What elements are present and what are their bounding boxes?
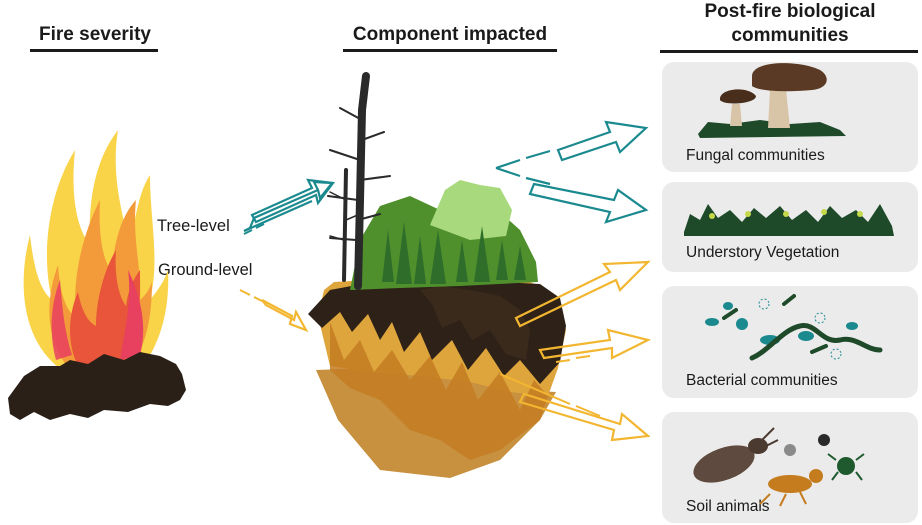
bacterial-arrow-2 (538, 328, 652, 363)
panel-soil-animals-label: Soil animals (686, 498, 770, 515)
fungal-arrow (495, 120, 649, 170)
panel-bacterial: Bacterial communities (662, 286, 918, 398)
ant-icon (759, 469, 823, 507)
panel-understory-label: Understory Vegetation (686, 244, 840, 261)
fire-severity-header: Fire severity (39, 24, 151, 45)
post-fire-header: Post-fire biological communities (660, 0, 920, 48)
component-impacted-header: Component impacted (352, 24, 548, 45)
panel-soil-animals: Soil animals (662, 412, 918, 523)
forest-icon (350, 180, 538, 290)
component-impacted-underline (343, 49, 557, 52)
tree-level-label: Tree-level (157, 217, 230, 235)
fire-severity-underline (30, 49, 158, 52)
dead-tree-icon (327, 72, 391, 290)
post-fire-header-line2: communities (731, 25, 849, 46)
post-fire-underline (660, 50, 918, 53)
beetle-icon (693, 427, 779, 483)
soil-block-icon (308, 276, 566, 478)
tree-level-arrow-outline (243, 178, 336, 235)
bacteria-icon (705, 294, 883, 361)
soil-animals-arrow (499, 373, 651, 442)
panel-fungal-label: Fungal communities (686, 147, 825, 164)
understory-arrow (495, 166, 649, 224)
fire-icon (23, 130, 169, 370)
mite-icon (784, 434, 865, 481)
post-fire-header-line1: Post-fire biological (704, 1, 876, 22)
ground-level-label: Ground-level (158, 261, 253, 279)
bacterial-arrow-1 (514, 260, 651, 328)
understory-plants-icon (684, 204, 894, 236)
panel-bacterial-label: Bacterial communities (686, 372, 838, 389)
ground-level-arrow (239, 289, 309, 333)
mushroom-icon (698, 63, 846, 138)
burnt-ground-icon (8, 352, 186, 420)
